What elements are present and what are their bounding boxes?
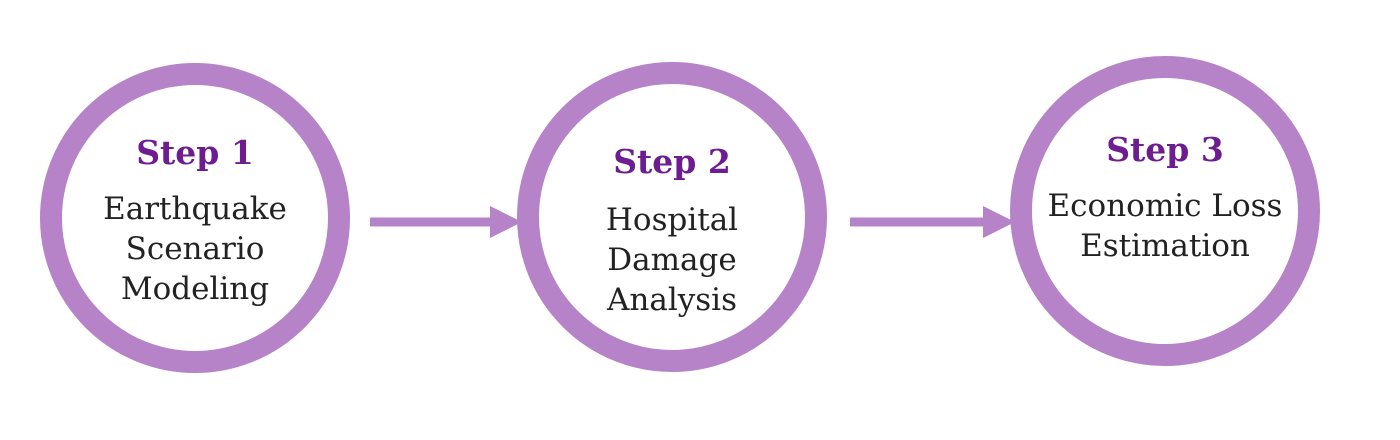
arrowhead-icon: [490, 206, 522, 238]
step-3-title: Step 3: [1106, 130, 1224, 169]
step-2-line-2: Damage: [607, 242, 737, 278]
step-1-line-3: Modeling: [120, 271, 270, 307]
step-1-circle: Step 1 Earthquake Scenario Modeling: [40, 63, 350, 373]
step-2-circle: Step 2 Hospital Damage Analysis: [517, 62, 827, 372]
arrowhead-icon: [983, 206, 1015, 238]
step-2-line-3: Analysis: [607, 282, 737, 318]
arrow-step1-to-step2: [370, 206, 522, 238]
step-2-title: Step 2: [613, 142, 731, 181]
step-1-description: Earthquake Scenario Modeling: [62, 189, 328, 309]
step-3-description: Economic Loss Estimation: [1032, 186, 1298, 266]
arrow-step2-to-step3: [850, 206, 1015, 238]
step-3-line-1: Economic Loss: [1047, 188, 1283, 224]
step-1-line-1: Earthquake: [103, 191, 287, 227]
step-1-line-2: Scenario: [125, 231, 265, 267]
step-3-line-2: Estimation: [1080, 228, 1250, 264]
step-2-line-1: Hospital: [605, 202, 739, 238]
step-1-title: Step 1: [136, 133, 254, 172]
step-2-description: Hospital Damage Analysis: [539, 200, 805, 320]
step-3-circle: Step 3 Economic Loss Estimation: [1010, 56, 1320, 366]
